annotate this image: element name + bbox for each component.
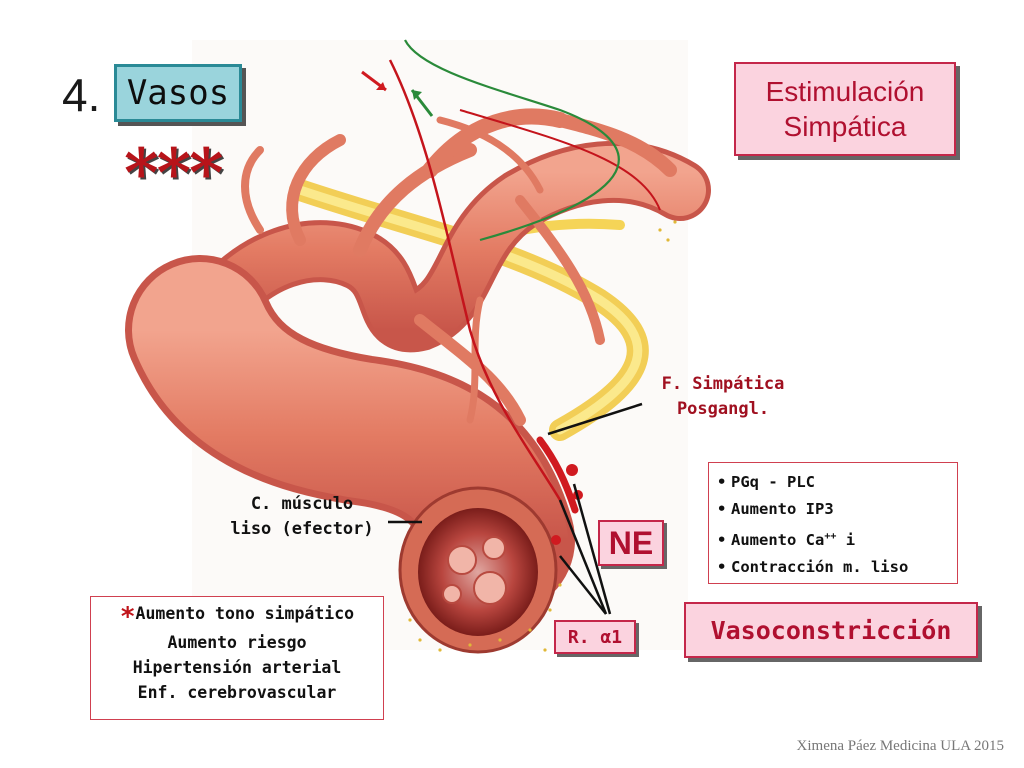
mechanism-item: •Aumento IP3 bbox=[717, 500, 834, 518]
slide-number: 4. bbox=[62, 69, 101, 121]
mechanism-item: •Contracción m. liso bbox=[717, 558, 909, 577]
green-fiber bbox=[404, 39, 620, 242]
effector-label-line2: liso (efector) bbox=[230, 518, 374, 539]
mechanism-item: •Aumento Ca++ i bbox=[717, 531, 856, 550]
section-label-box: Vasos bbox=[114, 64, 242, 122]
effect-box: Vasoconstricción bbox=[684, 602, 978, 658]
mechanism-box: •PGq - PLC •Aumento IP3 •Aumento Ca++ i … bbox=[708, 462, 958, 584]
leader-lines bbox=[388, 402, 643, 615]
effect-label: Vasoconstricción bbox=[710, 615, 952, 645]
stimulation-label-line2: Simpática bbox=[783, 111, 907, 142]
fiber-label-line1: F. Simpática bbox=[661, 374, 785, 394]
neurotransmitter-box: NE bbox=[598, 520, 664, 566]
green-arrow-icon bbox=[410, 89, 434, 117]
risk-box: *Aumento tono simpático Aumento riesgo H… bbox=[90, 596, 384, 720]
red-arrow-icon bbox=[361, 70, 387, 92]
vessel-cross-section bbox=[398, 486, 558, 654]
stimulation-label-line1: Estimulación bbox=[765, 76, 925, 107]
risk-line: Aumento riesgo bbox=[167, 633, 307, 652]
receptor-label: R. α1 bbox=[567, 626, 623, 648]
effector-label-line1: C. músculo bbox=[250, 494, 354, 514]
section-label: Vasos bbox=[126, 73, 230, 113]
importance-stars: *** bbox=[124, 134, 224, 212]
credit-text: Ximena Páez Medicina ULA 2015 bbox=[796, 738, 1004, 754]
receptor-box: R. α1 bbox=[554, 620, 636, 654]
risk-star: * bbox=[119, 602, 136, 632]
neurotransmitter-label: NE bbox=[608, 524, 654, 561]
fiber-label-line2: Posgangl. bbox=[676, 398, 770, 419]
stimulation-box: Estimulación Simpática bbox=[734, 62, 956, 156]
fiber-label: F. Simpática Posgangl. bbox=[628, 372, 818, 421]
artery-branches bbox=[241, 108, 677, 426]
mechanism-item: •PGq - PLC bbox=[717, 473, 815, 491]
effector-label: C. músculo liso (efector) bbox=[212, 492, 392, 541]
granules bbox=[408, 220, 677, 652]
mechanism-list: •PGq - PLC •Aumento IP3 •Aumento Ca++ i … bbox=[717, 469, 957, 581]
risk-line: Hipertensión arterial bbox=[132, 658, 342, 677]
risk-line: Enf. cerebrovascular bbox=[137, 683, 337, 702]
risk-line: *Aumento tono simpático bbox=[119, 602, 355, 632]
